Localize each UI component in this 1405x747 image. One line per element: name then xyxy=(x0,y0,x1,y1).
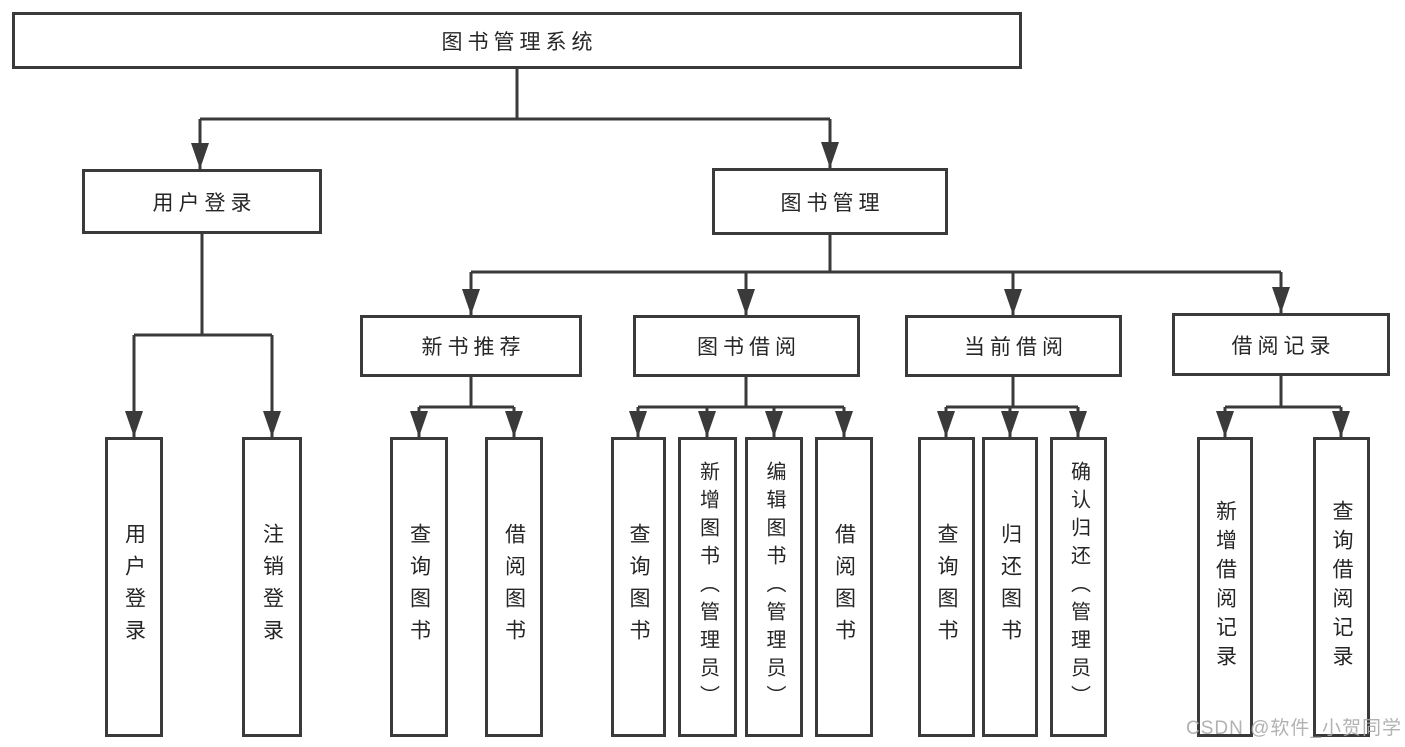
leaf-add-borrow-record: 新增借阅记录 xyxy=(1197,437,1253,737)
leaf-query-books-current-label: 查询图书 xyxy=(935,523,958,651)
leaf-add-book-admin-label: 新增图书（管理员） xyxy=(696,461,719,713)
node-library-system: 图书管理系统 xyxy=(12,12,1022,69)
leaf-borrow-books: 借阅图书 xyxy=(815,437,873,737)
node-new-book-recommend-label: 新书推荐 xyxy=(421,336,526,359)
leaf-query-books-borrow-label: 查询图书 xyxy=(627,523,650,651)
leaf-add-book-admin: 新增图书（管理员） xyxy=(678,437,737,737)
leaf-logout-label: 注销登录 xyxy=(260,523,284,651)
node-borrow-records-label: 借阅记录 xyxy=(1231,334,1336,358)
leaf-query-borrow-record-label: 查询借阅记录 xyxy=(1330,500,1353,674)
leaf-user-login: 用户登录 xyxy=(105,437,163,737)
leaf-confirm-return-admin-label: 确认归还（管理员） xyxy=(1067,461,1090,713)
node-user-login: 用户登录 xyxy=(82,169,322,234)
leaf-query-books-borrow: 查询图书 xyxy=(611,437,666,737)
leaf-add-borrow-record-label: 新增借阅记录 xyxy=(1213,500,1237,674)
node-book-borrow-label: 图书借阅 xyxy=(697,336,801,359)
leaf-return-book: 归还图书 xyxy=(982,437,1038,737)
leaf-confirm-return-admin: 确认归还（管理员） xyxy=(1050,437,1107,737)
leaf-query-borrow-record: 查询借阅记录 xyxy=(1313,437,1370,737)
leaf-edit-book-admin-label: 编辑图书（管理员） xyxy=(763,461,785,713)
node-borrow-records: 借阅记录 xyxy=(1172,313,1390,376)
node-book-management: 图书管理 xyxy=(712,168,948,235)
node-new-book-recommend: 新书推荐 xyxy=(360,315,582,377)
leaf-user-login-label: 用户登录 xyxy=(122,523,146,651)
node-current-borrow: 当前借阅 xyxy=(905,315,1122,377)
leaf-borrow-books-recommend-label: 借阅图书 xyxy=(502,523,526,651)
leaf-edit-book-admin: 编辑图书（管理员） xyxy=(745,437,803,737)
leaf-borrow-books-label: 借阅图书 xyxy=(832,523,856,651)
leaf-query-books-current: 查询图书 xyxy=(918,437,975,737)
csdn-watermark: CSDN @软件_小贺同学 xyxy=(1186,718,1402,739)
leaf-logout: 注销登录 xyxy=(242,437,302,737)
node-current-borrow-label: 当前借阅 xyxy=(964,336,1068,359)
leaf-query-books-recommend-label: 查询图书 xyxy=(407,523,431,651)
leaf-query-books-recommend: 查询图书 xyxy=(390,437,448,737)
node-library-system-label: 图书管理系统 xyxy=(441,30,598,54)
leaf-borrow-books-recommend: 借阅图书 xyxy=(485,437,543,737)
node-book-borrow: 图书借阅 xyxy=(633,315,860,377)
leaf-return-book-label: 归还图书 xyxy=(998,523,1022,651)
node-user-login-label: 用户登录 xyxy=(152,191,257,215)
node-book-management-label: 图书管理 xyxy=(780,191,885,215)
